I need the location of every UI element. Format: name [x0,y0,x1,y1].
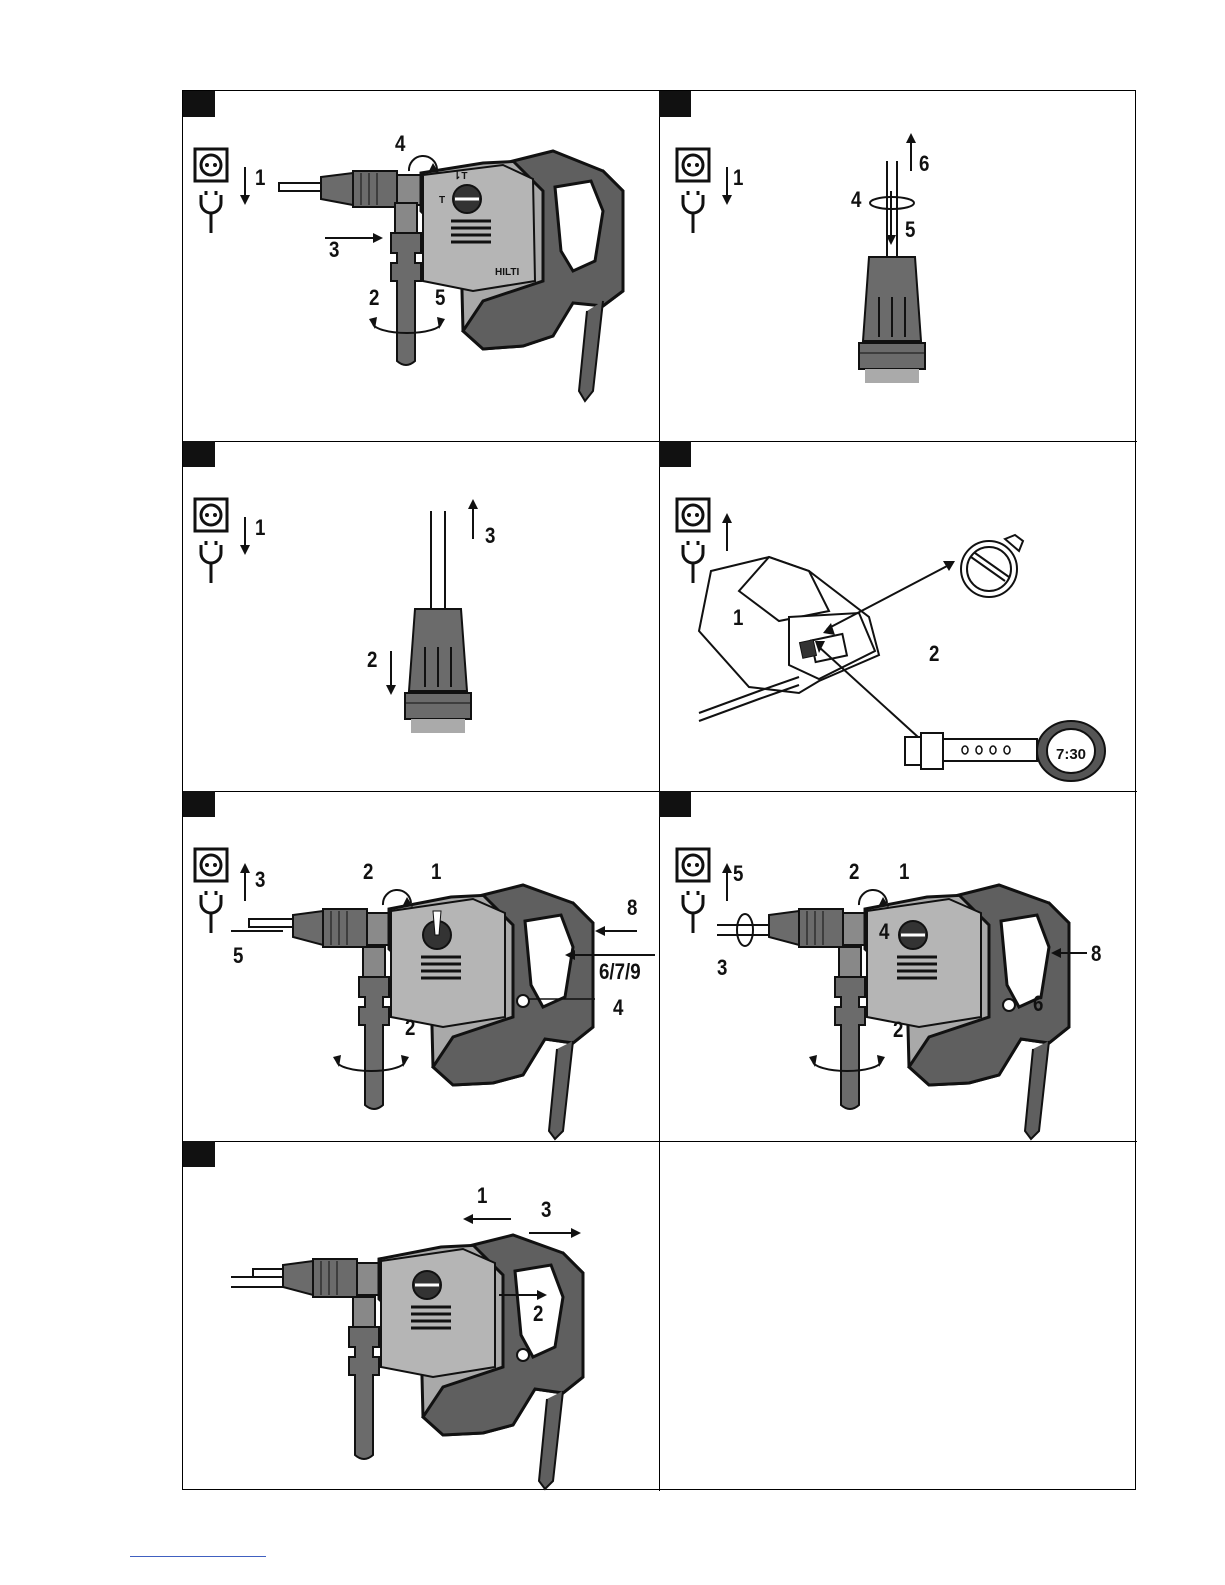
plug-icon [683,891,703,933]
step-label: 6 [919,153,929,175]
chuck-illustration [659,91,1137,441]
step-label: 1 [477,1185,487,1207]
step-label: 2 [367,649,377,671]
step-label: 3 [717,957,727,979]
step-label: 1 [431,861,441,883]
plug-icon [201,891,221,933]
panel-empty [659,1141,1137,1491]
step-label: 5 [733,863,743,885]
drill-illustration [183,791,659,1141]
step-label: 2 [849,861,859,883]
mode-label-top: ⇂T [453,171,468,182]
socket-icon [195,499,227,531]
step-label: 4 [613,997,623,1019]
brand-logo: HILTI [495,267,519,278]
step-label: 8 [1091,943,1101,965]
socket-icon [195,849,227,881]
plug-icon [201,541,221,583]
step-label: 2 [533,1303,543,1325]
step-label: 6/7/9 [599,961,641,983]
step-label: 1 [899,861,909,883]
figure-grid: ⇂T T HILTI 1 2 3 4 5 [182,90,1136,1490]
plug-icon [683,191,703,233]
step-label: 2 [363,861,373,883]
plug-icon [201,191,221,233]
tpr-module-illustration: 7:30 [659,441,1137,791]
panel-7: 1 2 3 [183,1141,659,1491]
panel-1: ⇂T T HILTI 1 2 3 4 5 [183,91,659,441]
step-label: 3 [541,1199,551,1221]
step-label: 2 [893,1019,903,1041]
footer-rule [130,1556,266,1557]
step-label: 3 [255,869,265,891]
step-label: 5 [233,945,243,967]
step-label: 8 [627,897,637,919]
step-label: 2 [405,1017,415,1039]
step-label: 6 [1033,993,1043,1015]
step-label: 4 [851,189,861,211]
step-label: 1 [733,167,743,189]
drill-illustration [183,1141,659,1491]
socket-icon [677,849,709,881]
step-label: 2 [369,287,379,309]
socket-icon [195,149,227,181]
panel-6: 1 2 2 3 4 5 6 8 [659,791,1137,1141]
step-label: 1 [733,607,743,629]
plug-icon [683,541,703,583]
step-label: 5 [905,219,915,241]
panel-3: 1 2 3 [183,441,659,791]
chuck-illustration [183,441,659,791]
step-label: 4 [395,133,405,155]
watch-display: 7:30 [1056,746,1086,763]
step-label: 2 [929,643,939,665]
panel-4: 7:30 1 2 [659,441,1137,791]
drill-illustration: ⇂T T HILTI [183,91,659,441]
step-label: 1 [255,167,265,189]
step-label: 4 [879,921,889,943]
panel-2: 1 4 5 6 [659,91,1137,441]
step-label: 1 [255,517,265,539]
step-label: 5 [435,287,445,309]
step-label: 3 [329,239,339,261]
step-label: 3 [485,525,495,547]
socket-icon [677,499,709,531]
drill-illustration [659,791,1137,1141]
socket-icon [677,149,709,181]
mode-label-left: T [439,195,445,206]
panel-5: 1 2 2 3 4 5 6/7/9 8 [183,791,659,1141]
